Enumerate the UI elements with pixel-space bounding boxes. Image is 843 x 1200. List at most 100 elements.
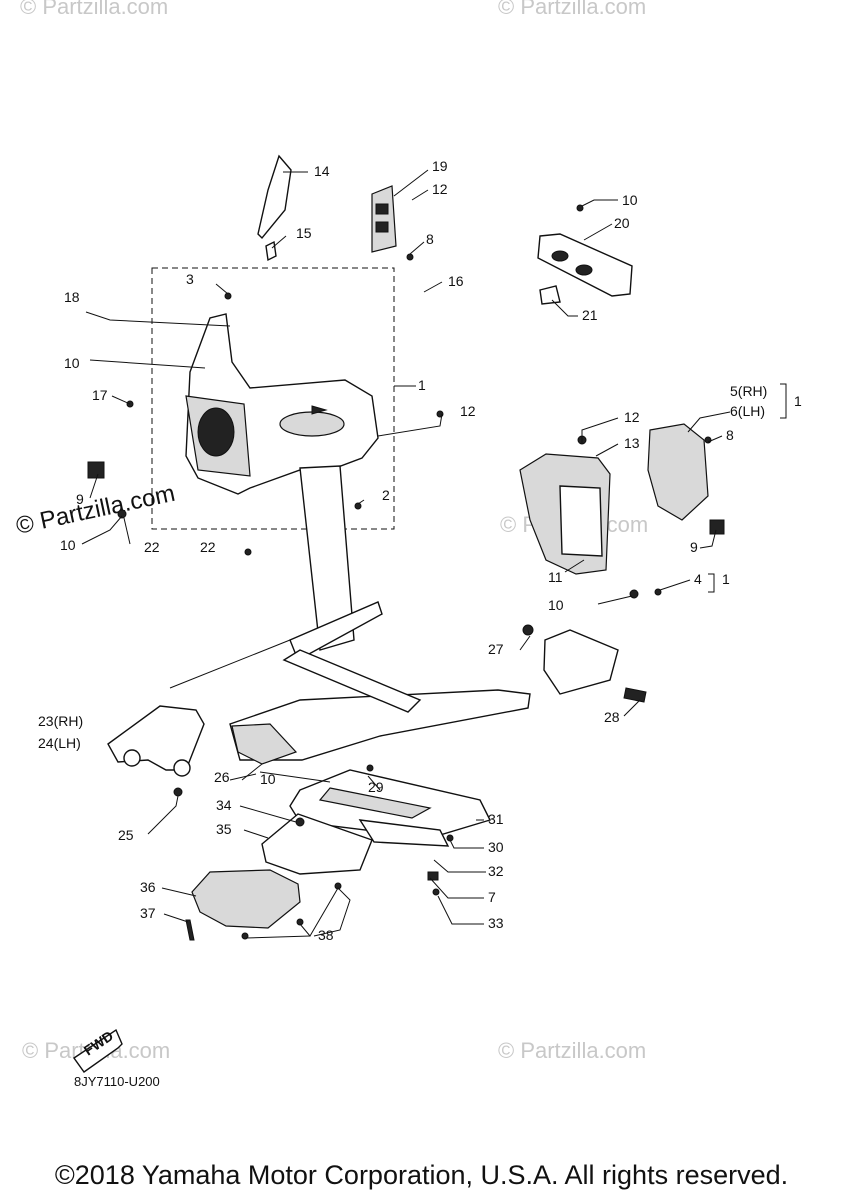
callout-12: 12 [460, 403, 476, 419]
callout-15: 15 [296, 225, 312, 241]
callout-27: 27 [488, 641, 504, 657]
fastener [334, 882, 342, 890]
fastener [704, 436, 712, 444]
rubber-block [87, 461, 105, 479]
fastener [629, 589, 639, 599]
plate-hole [551, 250, 569, 262]
callout-22: 22 [200, 539, 216, 555]
callout-8: 8 [426, 231, 434, 247]
callouts: 14 15 19 12 8 16 3 18 10 17 1 12 9 2 10 … [38, 158, 802, 943]
leader-lines [81, 169, 731, 939]
group-bracket [780, 383, 787, 419]
skid-plate-rib [318, 787, 432, 819]
lower-guard [191, 869, 301, 929]
group-bracket [708, 573, 715, 593]
callout-19: 19 [432, 158, 448, 174]
skid-plate-lower [261, 813, 373, 875]
callout-25: 25 [118, 827, 134, 843]
windshield-panel [257, 154, 292, 240]
callout-28: 28 [604, 709, 620, 725]
watermark-bottom-right: © Partzilla.com [498, 1038, 646, 1063]
steering-column [299, 465, 355, 651]
callout-5-rh: 5(RH) [730, 383, 767, 399]
fastener [224, 292, 232, 300]
skid-plate-strip [358, 819, 450, 847]
clip [427, 871, 439, 881]
callout-10: 10 [548, 597, 564, 613]
callout-33: 33 [488, 915, 504, 931]
fastener [654, 588, 662, 596]
copyright-notice: ©2018 Yamaha Motor Corporation, U.S.A. A… [54, 1160, 789, 1190]
callout-17: 17 [92, 387, 108, 403]
fastener [244, 548, 252, 556]
fastener [296, 918, 304, 926]
callout-10: 10 [260, 771, 276, 787]
callout-1: 1 [794, 393, 802, 409]
callout-29: 29 [368, 779, 384, 795]
callout-10: 10 [64, 355, 80, 371]
callout-37: 37 [140, 905, 156, 921]
callout-9: 9 [76, 491, 84, 507]
callout-31: 31 [488, 811, 504, 827]
callout-36: 36 [140, 879, 156, 895]
fastener [576, 204, 584, 212]
assembly-boundary [151, 267, 395, 530]
rubber-block [709, 519, 725, 535]
watermark-main: © Partzilla.com [14, 480, 178, 540]
diagram-code: 8JY7110-U200 [74, 1074, 160, 1089]
screw [185, 919, 195, 941]
bolt [623, 687, 647, 703]
side-mount-bracket [107, 705, 205, 771]
callout-12: 12 [624, 409, 640, 425]
callout-1: 1 [418, 377, 426, 393]
fastener [354, 502, 362, 510]
small-bracket [539, 285, 561, 305]
plate-hole [575, 264, 593, 276]
callout-32: 32 [488, 863, 504, 879]
callout-2: 2 [382, 487, 390, 503]
frame-bracket [231, 723, 298, 765]
callout-30: 30 [488, 839, 504, 855]
arrow-mark [311, 405, 328, 415]
mount-hole [173, 759, 191, 777]
callout-1: 1 [722, 571, 730, 587]
callout-18: 18 [64, 289, 80, 305]
fastener [295, 817, 305, 827]
callout-38: 38 [318, 927, 334, 943]
callout-11: 11 [548, 569, 563, 585]
fastener [366, 764, 374, 772]
fwd-arrow-shape [73, 1028, 123, 1073]
rear-bracket [543, 629, 619, 695]
callout-14: 14 [314, 163, 330, 179]
fastener [432, 888, 440, 896]
callout-10: 10 [622, 192, 638, 208]
callout-26: 26 [214, 769, 230, 785]
callout-4: 4 [694, 571, 702, 587]
panel-opening [197, 407, 235, 457]
bracket-slot [375, 221, 389, 233]
nut [522, 624, 534, 636]
hinge-assembly [647, 423, 709, 521]
side-housing-cover [559, 485, 603, 557]
panel-oval [279, 411, 345, 437]
callout-16: 16 [448, 273, 464, 289]
gauge-bracket [371, 185, 397, 253]
callout-21: 21 [582, 307, 598, 323]
callout-10: 10 [60, 537, 76, 553]
strip-part [265, 240, 277, 262]
callout-3: 3 [186, 271, 194, 287]
callout-20: 20 [614, 215, 630, 231]
frame-brace [282, 649, 422, 713]
callout-24-lh: 24(LH) [38, 735, 81, 751]
callout-6-lh: 6(LH) [730, 403, 765, 419]
callout-9: 9 [690, 539, 698, 555]
callout-23-rh: 23(RH) [38, 713, 83, 729]
callout-34: 34 [216, 797, 232, 813]
callout-13: 13 [624, 435, 640, 451]
callout-7: 7 [488, 889, 496, 905]
callout-22: 22 [144, 539, 160, 555]
callout-12: 12 [432, 181, 448, 197]
fastener [406, 253, 414, 261]
mount-hole [123, 749, 141, 767]
fastener [173, 787, 183, 797]
